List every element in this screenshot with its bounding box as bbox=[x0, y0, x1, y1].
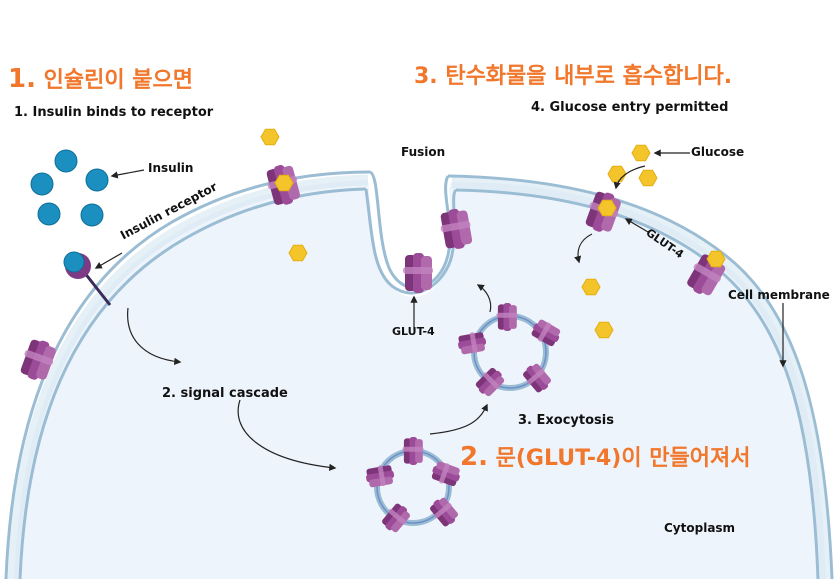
label-cell-membrane: Cell membrane bbox=[728, 288, 830, 302]
label-step4: 4. Glucose entry permitted bbox=[531, 100, 729, 115]
cytoplasm-fill bbox=[14, 180, 826, 579]
arrows bbox=[94, 149, 787, 471]
cell-membrane-inner bbox=[18, 187, 367, 579]
glut4-fusion-bottom bbox=[403, 253, 433, 293]
ko-step2-text: 문(GLUT-4)이 만들어져서 bbox=[495, 446, 751, 471]
ko-step3: 3. 탄수화물을 내부로 흡수합니다. bbox=[414, 64, 733, 89]
label-insulin: Insulin bbox=[148, 161, 194, 175]
vesicle-lower bbox=[364, 437, 463, 536]
label-step1: 1. Insulin binds to receptor bbox=[14, 105, 214, 120]
label-glucose: Glucose bbox=[691, 145, 745, 159]
ko-step2-number: 2. bbox=[460, 442, 488, 472]
cell-membrane-outer bbox=[4, 170, 371, 579]
ko-step1: 1. 인슐린이 붙으면 bbox=[8, 62, 193, 94]
label-fusion: Fusion bbox=[401, 145, 446, 159]
ko-step2: 2. 문(GLUT-4)이 만들어져서 bbox=[460, 440, 750, 472]
ko-step1-text: 인슐린이 붙으면 bbox=[43, 68, 193, 93]
label-glut4-left: GLUT-4 bbox=[392, 325, 435, 338]
label-step2: 2. signal cascade bbox=[162, 386, 288, 401]
label-step3: 3. Exocytosis bbox=[518, 413, 614, 428]
insulin-receptor bbox=[63, 251, 112, 306]
insulin-molecules bbox=[30, 149, 109, 227]
ko-step1-number: 1. bbox=[8, 64, 36, 94]
vesicle-upper bbox=[456, 303, 564, 400]
label-cytoplasm: Cytoplasm bbox=[664, 521, 736, 535]
